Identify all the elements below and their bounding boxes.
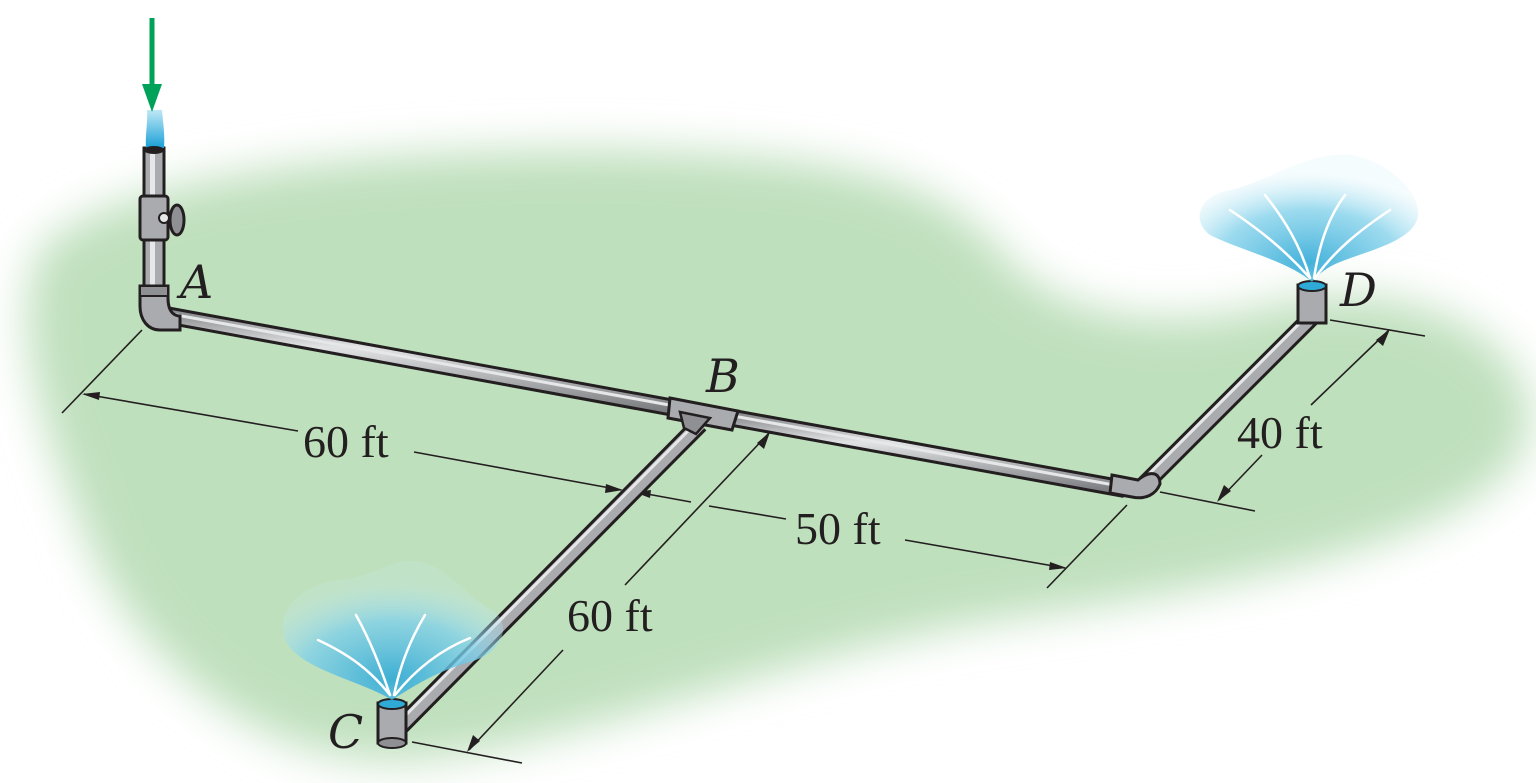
extension-line-elbow <box>1046 504 1128 589</box>
point-label-b: B <box>705 349 740 403</box>
dim-line-bd-right <box>904 539 1066 569</box>
down-arrow-icon <box>142 18 162 112</box>
dim-line-ab-right <box>413 451 622 491</box>
arrowhead-bc-bottom <box>467 735 480 752</box>
pipe-b-elbow <box>726 408 1127 498</box>
arrowhead-d-bottom <box>1217 485 1231 502</box>
arrowhead-ab-left <box>82 392 100 400</box>
dim-line-bc-lower <box>468 649 564 751</box>
arrowhead-bc-top <box>757 432 770 449</box>
dimension-label-ab: 60 ft <box>303 416 389 467</box>
extension-line-c <box>411 741 523 764</box>
dimension-arrowheads <box>82 329 1390 752</box>
dimension-label-bc: 60 ft <box>567 590 653 641</box>
dim-line-bc-upper <box>624 431 771 586</box>
extension-line-elbow-d <box>1159 491 1256 512</box>
arrowhead-ab-right <box>605 484 623 493</box>
dimension-label-bd: 50 ft <box>795 503 881 554</box>
inflow-water-jet <box>144 110 165 154</box>
point-label-c: C <box>328 705 363 759</box>
water-spray-icon <box>282 560 504 700</box>
dim-line-d-upper <box>1310 330 1389 406</box>
dim-line-bd-mid <box>708 505 787 520</box>
dimension-label-d-branch: 40 ft <box>1237 407 1323 458</box>
pipe-a-b <box>158 305 682 418</box>
extension-line-a <box>61 329 143 414</box>
point-label-a: A <box>176 255 213 309</box>
sprinkler-head-d <box>1296 280 1328 325</box>
dim-line-ab-left <box>83 393 299 432</box>
pipe-elbow-d <box>1138 309 1320 491</box>
tee-fitting-b <box>666 396 740 436</box>
arrowhead-bd-right <box>1049 562 1067 570</box>
dimension-lines <box>61 319 1426 764</box>
riser-pipe-a <box>138 146 182 332</box>
point-label-d: D <box>1339 263 1377 317</box>
elbow-fitting <box>1108 472 1162 500</box>
pipe-b-c <box>390 417 707 737</box>
sprinkler-head-c <box>376 698 408 749</box>
arrowhead-d-top <box>1376 329 1390 346</box>
water-spray-icon <box>1199 154 1419 282</box>
valve-icon <box>158 203 186 237</box>
extension-line-d <box>1329 319 1426 337</box>
